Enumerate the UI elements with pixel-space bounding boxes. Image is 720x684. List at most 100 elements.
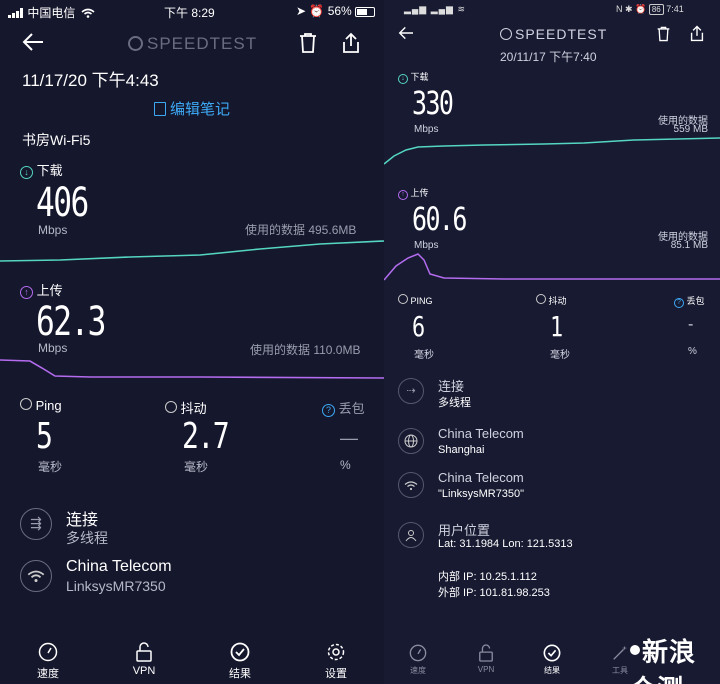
download-label: 下载 <box>410 72 429 82</box>
ping-icon <box>398 294 408 304</box>
upload-line <box>384 253 720 281</box>
watermark-text: 新浪众测 <box>630 638 697 684</box>
carrier-label: 中国电信 <box>27 6 76 20</box>
download-data-used: 使用的数据 495.6MB <box>245 223 357 237</box>
connection-title: 连接 <box>66 512 99 529</box>
lock-icon <box>136 642 152 662</box>
loss-label-row: ? 丢包 <box>674 294 705 308</box>
trash-icon <box>657 26 670 42</box>
loss-value: — <box>340 428 358 448</box>
connection-value: 多线程 <box>438 397 471 409</box>
download-unit: Mbps <box>414 124 439 135</box>
loss-label: 丢包 <box>686 296 705 306</box>
wifi-circle-icon <box>398 472 424 498</box>
lock-icon <box>479 644 493 662</box>
battery-icon <box>355 6 376 17</box>
jitter-unit: 毫秒 <box>184 460 209 474</box>
globe-icon <box>398 428 424 454</box>
signal-icon: ▂▄▆ <box>404 4 428 14</box>
download-graph <box>384 137 720 165</box>
ping-label: PING <box>410 296 433 306</box>
question-icon[interactable]: ? <box>674 298 684 308</box>
status-bar: 中国电信 <box>8 4 95 21</box>
delete-button[interactable] <box>656 26 671 47</box>
location-title: 用户位置 <box>438 523 491 538</box>
logo-text: SPEEDTEST <box>515 26 608 42</box>
share-icon <box>343 32 359 53</box>
nav-tools-label: 工具 <box>612 666 628 675</box>
nav-settings[interactable]: 设置 <box>314 642 358 681</box>
upload-unit: Mbps <box>414 240 439 251</box>
wand-icon <box>613 645 628 660</box>
trash-icon <box>300 33 316 53</box>
ping-label-row: PING <box>398 294 433 306</box>
nav-settings-label: 设置 <box>325 668 347 680</box>
loss-unit: % <box>688 346 697 357</box>
external-ip: 外部 IP: 101.81.98.253 <box>438 587 550 599</box>
nav-results[interactable]: 结果 <box>532 644 572 676</box>
connection-title: 连接 <box>438 379 465 394</box>
edit-note-link[interactable]: 编辑笔记 <box>154 98 230 119</box>
edit-note-label: 编辑笔记 <box>170 101 231 118</box>
jitter-value: 1 <box>550 310 563 343</box>
upload-label-row: ↑ 上传 <box>398 186 429 200</box>
ping-label-row: Ping <box>20 398 62 413</box>
left-screenshot: 中国电信 下午 8:29 ➤ ⏰ 56% SPEEDTEST 11/17/20 … <box>0 0 384 684</box>
upload-data-used: 使用的数据 110.0MB <box>250 343 361 357</box>
nav-vpn[interactable]: VPN <box>466 644 506 674</box>
download-arrow-icon: ↓ <box>398 74 408 84</box>
download-arrow-icon: ↓ <box>20 166 33 179</box>
download-label-row: ↓ 下载 <box>398 70 429 84</box>
speedtest-logo: SPEEDTEST <box>500 26 607 42</box>
nav-speed[interactable]: 速度 <box>398 644 438 676</box>
bluetooth-icon: ✱ <box>625 4 633 14</box>
wifi-icon: ≋ <box>457 4 467 14</box>
delete-button[interactable] <box>298 32 318 59</box>
nfc-icon: N <box>616 4 623 14</box>
location-icon: ➤ <box>296 4 307 18</box>
upload-label: 上传 <box>410 188 429 198</box>
result-date: 20/11/17 下午7:40 <box>500 50 597 64</box>
back-button[interactable] <box>398 26 414 45</box>
upload-label: 上传 <box>36 283 63 298</box>
ping-unit: 毫秒 <box>38 460 63 474</box>
upload-value: 60.6 <box>412 200 467 238</box>
share-button[interactable] <box>690 25 704 47</box>
back-button[interactable] <box>22 32 44 57</box>
nav-vpn-label: VPN <box>477 665 495 674</box>
alarm-icon: ⏰ <box>309 4 325 18</box>
nav-speed[interactable]: 速度 <box>26 642 70 681</box>
ping-value: 5 <box>36 416 53 457</box>
status-time: 7:41 <box>666 4 684 14</box>
upload-value: 62.3 <box>36 299 106 345</box>
note-icon <box>154 102 166 116</box>
download-graph <box>0 240 384 262</box>
download-label-row: ↓ 下载 <box>20 160 63 179</box>
loss-label-row: ? 丢包 <box>322 398 365 417</box>
nav-vpn[interactable]: VPN <box>122 642 166 677</box>
provider-value: "LinksysMR7350" <box>438 488 525 500</box>
download-value: 330 <box>412 84 454 122</box>
provider-title: China Telecom <box>66 558 172 575</box>
ping-value: 6 <box>412 310 425 343</box>
provider-title: China Telecom <box>438 470 524 485</box>
battery-percent: 56% <box>327 4 352 18</box>
nav-results[interactable]: 结果 <box>218 642 262 681</box>
download-value: 406 <box>36 180 89 226</box>
upload-unit: Mbps <box>38 341 68 355</box>
jitter-unit: 毫秒 <box>550 350 570 361</box>
question-icon[interactable]: ? <box>322 404 335 417</box>
nav-results-label: 结果 <box>229 668 251 680</box>
nav-tools[interactable]: 工具 <box>600 644 640 676</box>
ping-unit: 毫秒 <box>414 350 434 361</box>
share-icon <box>690 25 704 42</box>
wifi-icon <box>81 7 95 21</box>
loss-value: - <box>688 316 694 333</box>
share-button[interactable] <box>342 32 360 59</box>
loss-unit: % <box>340 458 351 472</box>
speedtest-logo: SPEEDTEST <box>128 34 257 54</box>
battery-level: 86 <box>648 4 664 15</box>
jitter-label-row: 抖动 <box>536 294 567 307</box>
upload-label-row: ↑ 上传 <box>20 280 63 299</box>
download-unit: Mbps <box>38 223 68 237</box>
